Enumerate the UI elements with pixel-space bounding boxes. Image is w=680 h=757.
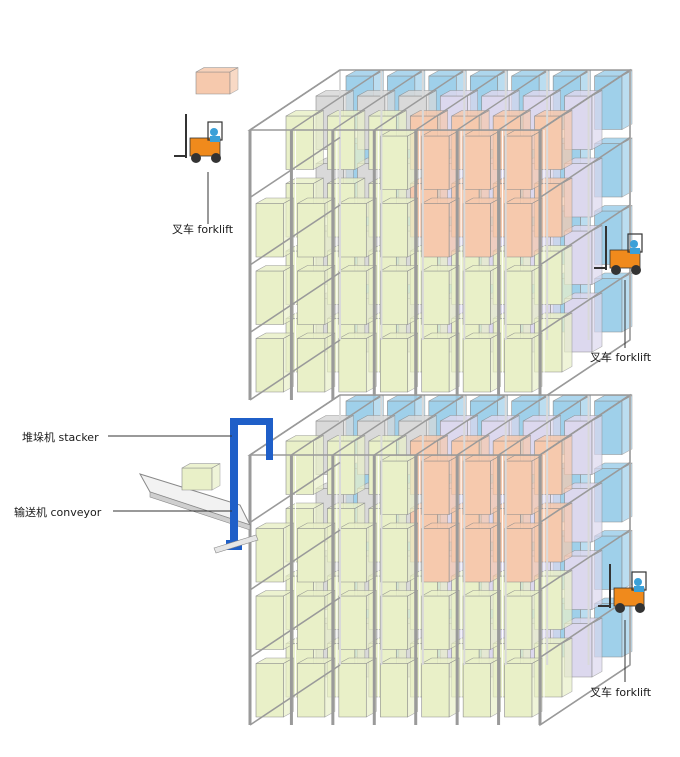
pallet-load — [421, 332, 460, 393]
rack-frame — [247, 393, 633, 727]
pallet-load — [421, 129, 460, 191]
pallet-load — [379, 454, 419, 516]
pallet-load — [379, 522, 419, 583]
pallet-load — [462, 589, 501, 651]
pallet-load — [421, 657, 460, 718]
pallet-load — [504, 522, 543, 583]
forklift-label-right: 叉车 forklift — [590, 351, 652, 364]
pallet-load — [379, 264, 419, 326]
pallet-load — [379, 589, 419, 651]
pallet-load — [504, 332, 543, 393]
pallet-load — [504, 589, 543, 651]
pallet-load — [504, 129, 543, 191]
forklift-icon — [174, 114, 223, 163]
pallet-load — [297, 197, 336, 258]
pallet-load — [379, 197, 419, 258]
conveyor-label: 输送机 conveyor — [14, 506, 102, 519]
pallet-load — [462, 454, 501, 516]
pallet-load — [462, 332, 501, 393]
rack-frame — [247, 68, 633, 402]
pallet-load — [462, 657, 501, 718]
pallet-load — [504, 264, 543, 326]
pallet-load — [338, 657, 377, 718]
pallet-load — [421, 264, 460, 326]
pallet-load — [338, 332, 377, 393]
pallet-load — [181, 463, 221, 491]
drive-in-rack — [247, 68, 633, 402]
pallet-load — [379, 332, 419, 393]
pallet-load — [421, 197, 460, 258]
pallet-load — [297, 264, 336, 326]
forklift-icon — [594, 226, 643, 275]
pallet-load — [255, 589, 294, 651]
pallet-load — [297, 522, 336, 583]
pallet-load — [338, 522, 377, 583]
stacker-label: 堆垛机 stacker — [22, 431, 99, 444]
pallet-load — [421, 589, 460, 651]
pallet-load — [297, 332, 336, 393]
pallet-load — [338, 197, 377, 258]
pallet-load — [195, 67, 239, 95]
pallet-load — [462, 264, 501, 326]
pallet-load — [297, 657, 336, 718]
pallet-load — [462, 522, 501, 583]
forklift-label-bottom: 叉车 forklift — [590, 686, 652, 699]
pallet-load — [504, 657, 543, 718]
pallet-load — [379, 129, 419, 191]
pallet-load — [504, 197, 543, 258]
pallet-load — [297, 589, 336, 651]
pallet-load — [504, 454, 543, 516]
stacker-crane — [213, 418, 273, 554]
pallet-load — [462, 197, 501, 258]
pallet-load — [421, 454, 460, 516]
pallet-load — [338, 264, 377, 326]
stacker-rack — [247, 393, 633, 727]
pallet-load — [421, 522, 460, 583]
forklift-label-left: 叉车 forklift — [172, 223, 234, 236]
pallet-load — [338, 589, 377, 651]
forklift-icon — [598, 564, 647, 613]
pallet-load — [379, 657, 419, 718]
pallet-load — [462, 129, 501, 191]
